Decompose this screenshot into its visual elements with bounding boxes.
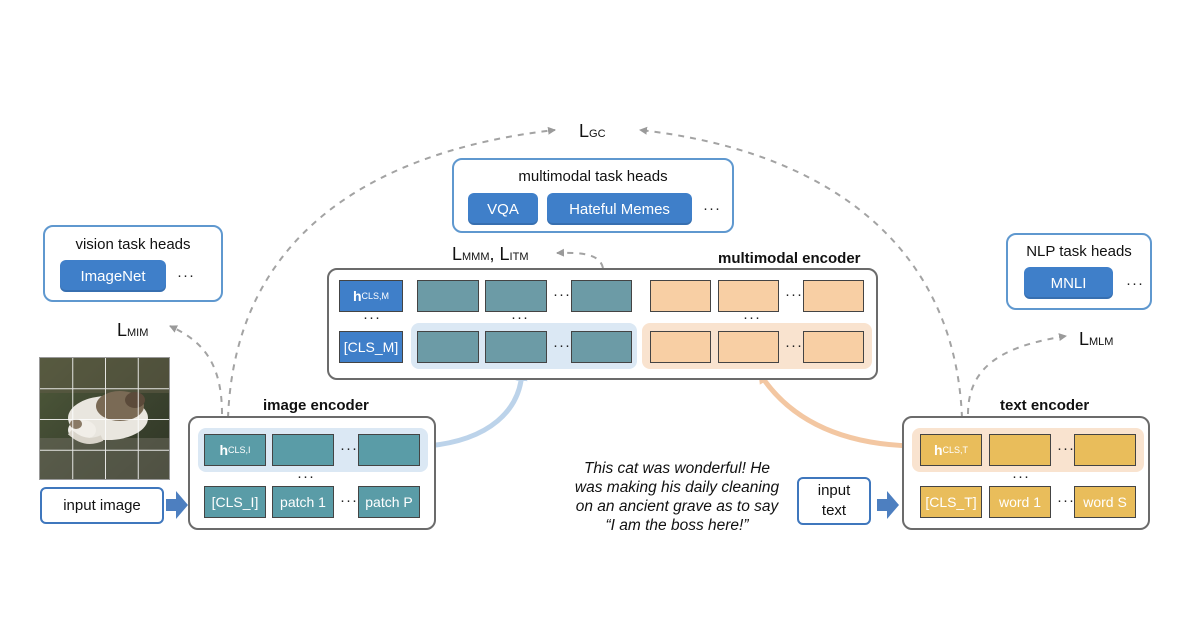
vqa-head-button[interactable]: VQA <box>468 193 538 225</box>
nlp-task-heads-title: NLP task heads <box>1026 243 1132 260</box>
imagenet-head-button[interactable]: ImageNet <box>60 260 166 292</box>
multimodal-cls-token: [CLS_M] <box>339 331 403 363</box>
text-to-multimodal-arrow <box>757 371 913 449</box>
image-encoder-title: image encoder <box>263 397 369 414</box>
image-hidden-token <box>272 434 334 466</box>
image-vdots: ··· <box>297 468 315 485</box>
nlp-heads-more: ··· <box>1126 275 1144 292</box>
text-hidden-token <box>989 434 1051 466</box>
input-text-label: input text <box>817 482 851 519</box>
input-cat-image <box>39 357 170 480</box>
multimodal-vdots-text: ··· <box>743 309 761 326</box>
image-patch-p-token: patch P <box>358 486 420 518</box>
hateful-memes-head-button[interactable]: Hateful Memes <box>547 193 692 225</box>
text-input-dots: ··· <box>1057 492 1075 509</box>
gc-arc-left <box>227 126 556 419</box>
multimodal-image-input-dots: ··· <box>553 337 571 354</box>
multimodal-image-input-token <box>417 331 479 363</box>
multimodal-vdots-cls: ··· <box>363 309 381 326</box>
multimodal-image-hidden-token <box>417 280 479 312</box>
vision-heads-more: ··· <box>177 267 195 284</box>
multimodal-text-hidden-token <box>803 280 864 312</box>
multimodal-text-hidden-dots: ··· <box>785 286 803 303</box>
multimodal-image-hidden-token <box>571 280 632 312</box>
mim-arrow <box>169 325 223 415</box>
loss-mim: LMIM <box>117 320 149 340</box>
cat-photo-illustration <box>40 358 169 479</box>
loss-gc: LGC <box>579 121 606 141</box>
input-image-label: input image <box>63 497 141 514</box>
multimodal-text-hidden-token <box>718 280 779 312</box>
text-word-1-token: word 1 <box>989 486 1051 518</box>
multimodal-image-hidden-dots: ··· <box>553 286 571 303</box>
gc-arc-right <box>639 126 963 419</box>
multimodal-text-input-token <box>803 331 864 363</box>
text-hidden-dots: ··· <box>1057 440 1075 457</box>
text-cls-token: [CLS_T] <box>920 486 982 518</box>
mmm-arrow <box>556 248 604 269</box>
input-text-example: This cat was wonderful! He was making hi… <box>574 460 780 534</box>
input-text-label-box: input text <box>797 477 871 525</box>
input-image-arrow <box>166 491 188 519</box>
multimodal-task-heads-title: multimodal task heads <box>518 168 668 185</box>
multimodal-text-hidden-token <box>650 280 711 312</box>
vision-task-heads-panel: vision task heads ImageNet ··· <box>43 225 223 302</box>
multimodal-encoder-title: multimodal encoder <box>718 250 861 267</box>
multimodal-text-input-token <box>718 331 779 363</box>
input-text-arrow <box>877 491 899 519</box>
text-encoder-title: text encoder <box>1000 397 1090 414</box>
multimodal-image-hidden-token <box>485 280 547 312</box>
multimodal-vdots-image: ··· <box>511 309 529 326</box>
multimodal-image-input-token <box>485 331 547 363</box>
nlp-task-heads-panel: NLP task heads MNLI ··· <box>1006 233 1152 310</box>
image-hidden-dots: ··· <box>340 440 358 457</box>
multimodal-image-input-token <box>571 331 632 363</box>
image-hidden-token <box>358 434 420 466</box>
text-hidden-token <box>1074 434 1136 466</box>
multimodal-text-input-dots: ··· <box>785 337 803 354</box>
image-input-dots: ··· <box>340 492 358 509</box>
mlm-arrow <box>967 333 1067 415</box>
multimodal-heads-more: ··· <box>703 200 721 217</box>
image-cls-token: [CLS_I] <box>204 486 266 518</box>
image-to-multimodal-arrow <box>427 369 528 449</box>
text-word-s-token: word S <box>1074 486 1136 518</box>
mnli-head-button[interactable]: MNLI <box>1024 267 1113 299</box>
image-patch-1-token: patch 1 <box>272 486 334 518</box>
multimodal-text-input-token <box>650 331 711 363</box>
loss-mmm-itm: LMMM, LITM <box>452 244 529 264</box>
multimodal-task-heads-panel: multimodal task heads VQA Hateful Memes … <box>452 158 734 233</box>
input-image-label-box: input image <box>40 487 164 524</box>
vision-task-heads-title: vision task heads <box>75 236 191 253</box>
loss-mlm: LMLM <box>1079 329 1114 349</box>
text-vdots: ··· <box>1012 468 1030 485</box>
